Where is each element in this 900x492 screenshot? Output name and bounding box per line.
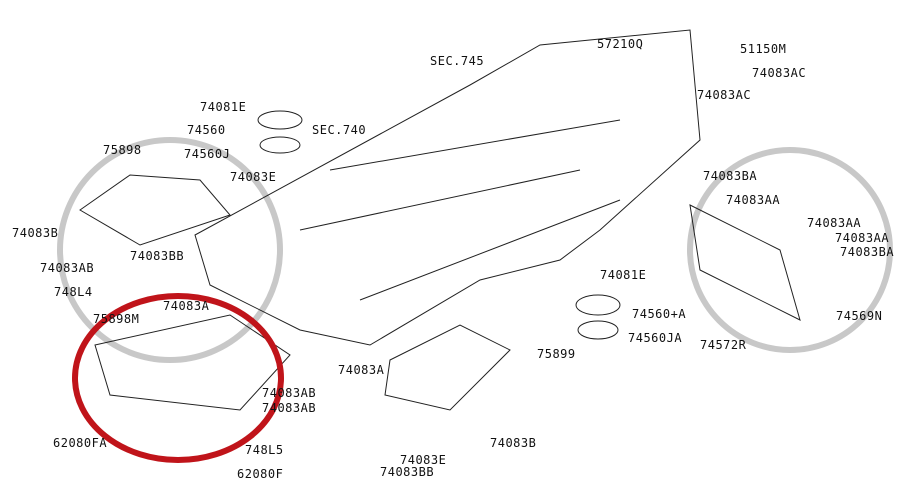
part-label[interactable]: 74083A [338, 363, 385, 377]
part-label[interactable]: 75899 [537, 347, 576, 361]
part-label[interactable]: 74083BB [380, 465, 435, 479]
section-ref-740[interactable]: SEC.740 [312, 123, 367, 137]
part-label[interactable]: 74083BA [840, 245, 895, 259]
part-label[interactable]: 51150M [740, 42, 787, 56]
part-label[interactable]: 74560+A [632, 307, 687, 321]
part-label[interactable]: 62080FA [53, 436, 108, 450]
part-label[interactable]: 74083AC [752, 66, 807, 80]
part-label[interactable]: 75898 [103, 143, 142, 157]
rear-bracket-74572r [689, 204, 801, 321]
part-label[interactable]: 74083BB [130, 249, 185, 263]
rear-undercover-75899 [384, 324, 511, 411]
undercover-75898m [94, 314, 291, 411]
section-ref-745[interactable]: SEC.745 [430, 54, 485, 68]
part-label[interactable]: 74560JA [628, 331, 683, 345]
part-label[interactable]: 74083AB [262, 386, 317, 400]
front-undercover-75898 [79, 174, 231, 246]
part-label[interactable]: 74083B [490, 436, 537, 450]
part-label[interactable]: 74083AC [697, 88, 752, 102]
highlight-circle [72, 293, 284, 463]
part-label[interactable]: 74083A [163, 299, 210, 313]
part-label[interactable]: 74560J [184, 147, 231, 161]
part-label[interactable]: 74081E [600, 268, 647, 282]
part-label[interactable]: 74569N [836, 309, 883, 323]
watermark [57, 137, 893, 363]
part-label[interactable]: 74083AA [835, 231, 890, 245]
part-label[interactable]: 748L5 [245, 443, 284, 457]
part-label[interactable]: 62080F [237, 467, 284, 481]
part-label[interactable]: 57210Q [597, 37, 644, 51]
part-label[interactable]: 74083AB [262, 401, 317, 415]
part-label[interactable]: 74083BA [703, 169, 758, 183]
part-label[interactable]: 748L4 [54, 285, 93, 299]
part-label[interactable]: 74083B [12, 226, 59, 240]
part-label[interactable]: 74083E [230, 170, 277, 184]
part-label[interactable]: 74083AB [40, 261, 95, 275]
part-label[interactable]: 75898M [93, 312, 140, 326]
part-label[interactable]: 74572R [700, 338, 747, 352]
part-label[interactable]: 74083E [400, 453, 447, 467]
part-label[interactable]: 74081E [200, 100, 247, 114]
part-label[interactable]: 74083AA [726, 193, 781, 207]
part-label[interactable]: 74083AA [807, 216, 862, 230]
part-label[interactable]: 74560 [187, 123, 226, 137]
floor-panel-outline [79, 29, 801, 411]
